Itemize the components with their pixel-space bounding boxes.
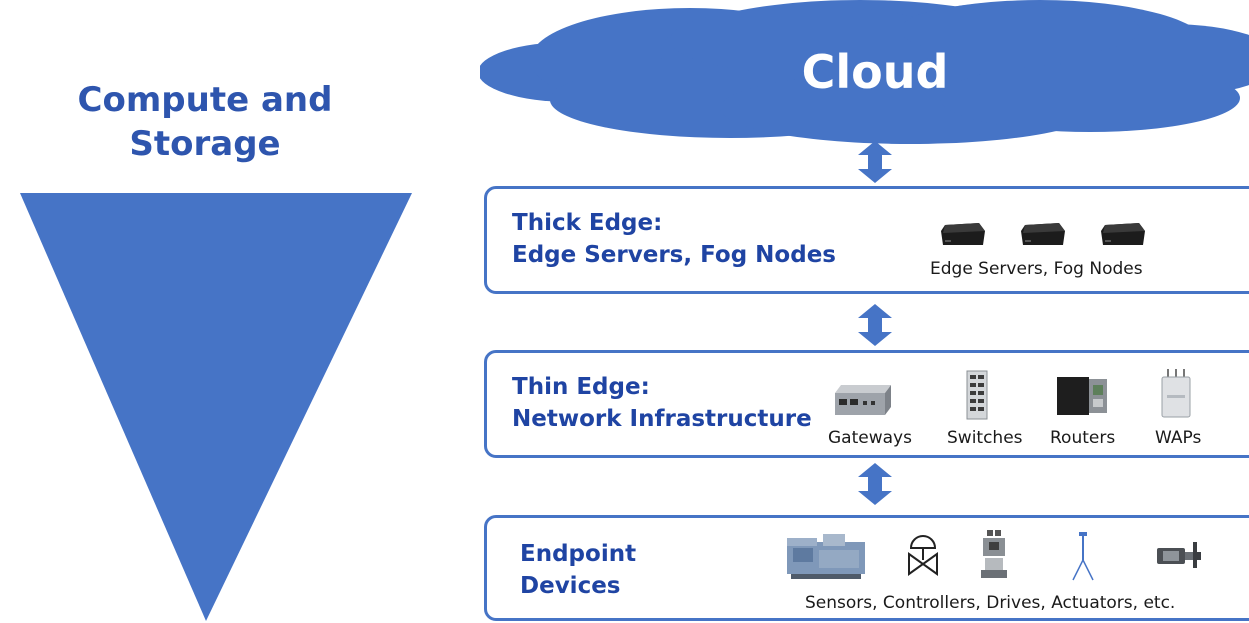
edge-server-icon [941, 223, 985, 245]
actuator-motor-icon [1157, 542, 1201, 568]
inverted-triangle-shape [20, 193, 412, 621]
routers-label: Routers [1050, 428, 1116, 448]
endpoint-devices-tier: Endpoint Devices [484, 515, 1249, 621]
drive-unit-icon [981, 530, 1007, 578]
thick-edge-title-line1: Thick Edge: [512, 210, 663, 236]
double-arrow-icon [858, 304, 892, 346]
control-valve-icon [908, 535, 938, 576]
waps-label: WAPs [1155, 428, 1202, 448]
thick-edge-tier: Thick Edge: Edge Servers, Fog Nodes Edge… [484, 186, 1249, 294]
thick-edge-caption: Edge Servers, Fog Nodes [930, 259, 1143, 279]
thin-edge-title-line2: Network Infrastructure [512, 406, 812, 432]
industrial-machine-icon [787, 534, 865, 579]
endpoint-devices-title-line2: Devices [520, 573, 621, 599]
thick-edge-title: Thick Edge: Edge Servers, Fog Nodes [512, 207, 836, 271]
switch-icon [966, 370, 988, 420]
thin-edge-title-line1: Thin Edge: [512, 374, 650, 400]
wireless-access-point-icon [1161, 369, 1191, 418]
endpoint-devices-caption: Sensors, Controllers, Drives, Actuators,… [805, 593, 1176, 613]
gateway-icon [835, 385, 891, 415]
compute-storage-title: Compute and Storage [30, 78, 380, 166]
thin-edge-tier: Thin Edge: Network Infrastructure [484, 350, 1249, 458]
double-arrow-icon [858, 141, 892, 183]
compute-storage-title-line1: Compute and [77, 80, 333, 120]
thick-edge-title-line2: Edge Servers, Fog Nodes [512, 242, 836, 268]
double-arrow-icon [858, 463, 892, 505]
endpoint-devices-title: Endpoint Devices [520, 538, 636, 602]
router-icon [1057, 377, 1107, 415]
sensor-icon [1072, 532, 1094, 581]
thin-edge-title: Thin Edge: Network Infrastructure [512, 371, 812, 435]
endpoint-devices-title-line1: Endpoint [520, 541, 637, 567]
fog-node-icon [1101, 223, 1145, 245]
cloud-label: Cloud [801, 45, 949, 99]
edge-server-icon [1021, 223, 1065, 245]
switches-label: Switches [947, 428, 1023, 448]
gateways-label: Gateways [828, 428, 912, 448]
cloud-shape [480, 0, 1249, 144]
compute-storage-title-line2: Storage [129, 124, 281, 164]
